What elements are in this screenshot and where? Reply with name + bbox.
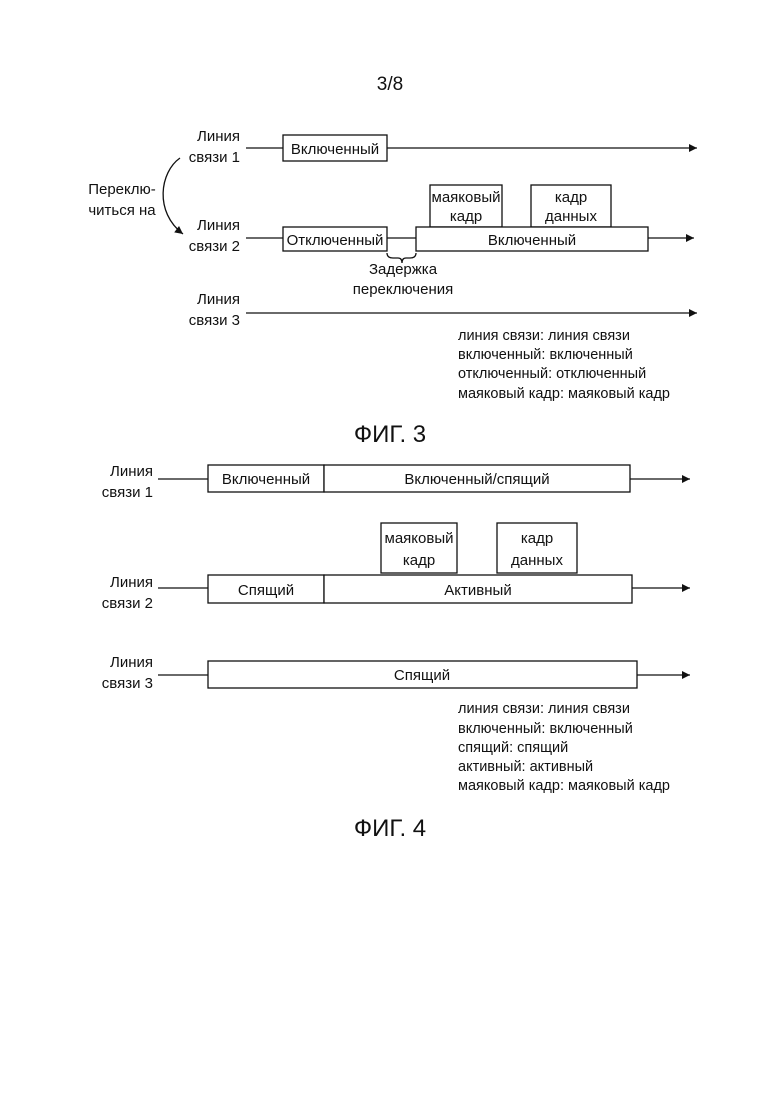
fig4-legend-item: спящий: спящий — [458, 740, 568, 756]
fig4-data-frame-label-line2: данных — [511, 552, 563, 569]
fig4-legend-item: активный: активный — [458, 759, 593, 775]
fig4-caption: ФИГ. 4 — [354, 815, 426, 842]
fig3-legend-item: маяковый кадр: маяковый кадр — [458, 386, 670, 402]
fig4-link-1-segment-on-label: Включенный — [222, 471, 310, 488]
fig4-legend-item: маяковый кадр: маяковый кадр — [458, 778, 670, 794]
fig3-link-2: Линия связи 2 Отключенный Включенный Зад… — [189, 217, 694, 298]
fig3-data-frame-label-line2: данных — [545, 208, 597, 225]
fig4-link-2-segment-sleep-label: Спящий — [238, 582, 294, 599]
fig3-switch-label-line2: читься на — [88, 202, 156, 219]
fig4-legend-item: линия связи: линия связи — [458, 701, 630, 717]
fig4-link-1-label-line1: Линия — [110, 463, 153, 480]
fig3-data-frame: кадр данных — [531, 185, 611, 227]
fig3-legend: линия связи: линия связи включенный: вкл… — [458, 328, 670, 402]
fig4-link-2-segment-active-label: Активный — [444, 582, 511, 599]
fig3-delay-label-line1: Задержка — [369, 261, 438, 278]
fig3-switch-label-line1: Переклю- — [88, 181, 156, 198]
fig4-link-2-label-line1: Линия — [110, 574, 153, 591]
fig3-diagram: Линия связи 1 Включенный Переклю- читься… — [88, 128, 697, 448]
fig3-legend-item: линия связи: линия связи — [458, 328, 630, 344]
fig4-data-frame: кадр данных — [497, 523, 577, 573]
fig4-link-1: Линия связи 1 Включенный Включенный/спящ… — [102, 463, 690, 501]
fig3-delay-label-line2: переключения — [353, 281, 454, 298]
fig3-switch-arrow — [163, 158, 183, 234]
fig4-data-frame-label-line1: кадр — [521, 530, 553, 547]
fig4-beacon-frame-label-line2: кадр — [403, 552, 435, 569]
fig3-link-1-label-line2: связи 1 — [189, 149, 240, 166]
fig4-legend: линия связи: линия связи включенный: вкл… — [458, 701, 670, 794]
fig3-link-1: Линия связи 1 Включенный — [189, 128, 697, 166]
fig4-link-1-label-line2: связи 1 — [102, 484, 153, 501]
fig4-beacon-frame-label-line1: маяковый — [385, 530, 454, 547]
fig3-beacon-frame: маяковый кадр — [430, 185, 502, 227]
fig3-beacon-frame-label-line1: маяковый — [432, 189, 501, 206]
fig3-beacon-frame-label-line2: кадр — [450, 208, 482, 225]
fig3-switch-annotation: Переклю- читься на — [88, 158, 183, 234]
fig3-link-1-label-line1: Линия — [197, 128, 240, 145]
fig4-beacon-frame: маяковый кадр — [381, 523, 457, 573]
fig4-legend-item: включенный: включенный — [458, 721, 633, 737]
fig3-legend-item: включенный: включенный — [458, 347, 633, 363]
fig4-link-3-segment-sleep-label: Спящий — [394, 667, 450, 684]
fig4-link-3-label-line2: связи 3 — [102, 675, 153, 692]
fig4-link-1-segment-on-sleep-label: Включенный/спящий — [404, 471, 549, 488]
fig4-diagram: Линия связи 1 Включенный Включенный/спящ… — [102, 463, 690, 842]
fig3-link-2-segment-on-label: Включенный — [488, 232, 576, 249]
page-number: 3/8 — [377, 74, 403, 95]
fig3-data-frame-label-line1: кадр — [555, 189, 587, 206]
fig3-caption: ФИГ. 3 — [354, 421, 426, 448]
fig3-link-2-label-line1: Линия — [197, 217, 240, 234]
fig4-link-2: Линия связи 2 Спящий Активный — [102, 574, 690, 612]
fig4-link-3: Линия связи 3 Спящий — [102, 654, 690, 692]
fig3-link-2-segment-off-label: Отключенный — [287, 232, 384, 249]
fig4-link-3-label-line1: Линия — [110, 654, 153, 671]
fig3-link-1-segment-on-label: Включенный — [291, 141, 379, 158]
fig3-legend-item: отключенный: отключенный — [458, 366, 646, 382]
fig3-link-2-label-line2: связи 2 — [189, 238, 240, 255]
fig3-link-3-label-line2: связи 3 — [189, 312, 240, 329]
fig3-link-3-label-line1: Линия — [197, 291, 240, 308]
fig4-link-2-label-line2: связи 2 — [102, 595, 153, 612]
